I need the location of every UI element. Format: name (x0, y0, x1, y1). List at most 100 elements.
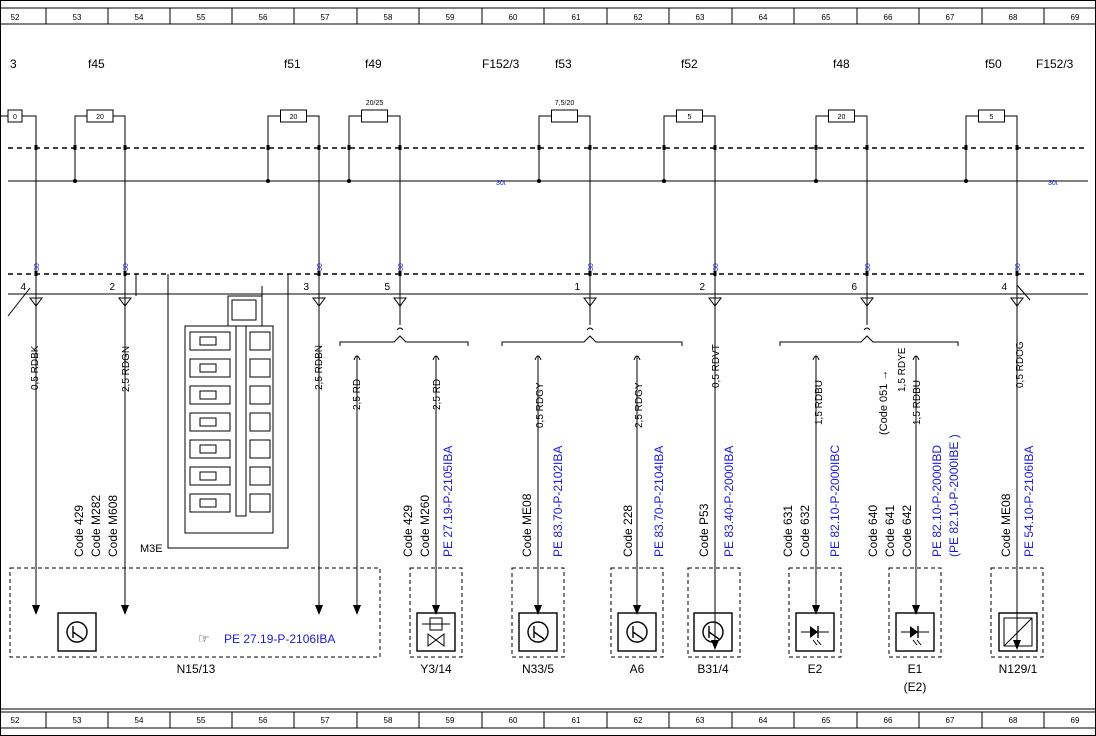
branch-bracket (501, 335, 683, 346)
fuse-wire (1004, 115, 1018, 148)
code-label: Code P53 (697, 503, 711, 557)
connector-pin (398, 271, 402, 276)
pin-number: 1 (574, 282, 580, 293)
fuse-wire (0, 115, 8, 117)
ref-link[interactable]: PE 82.10-P-2000IBC (828, 445, 842, 557)
ref-link[interactable]: PE 83.70-P-2104IBA (652, 446, 666, 557)
relay-contact (199, 363, 217, 373)
grid-number: 67 (946, 13, 955, 22)
component-label-a6: A6 (630, 662, 645, 676)
code-label: Code 429 (72, 505, 86, 557)
relay-contact (199, 390, 217, 400)
led-icon (810, 626, 818, 638)
relay-contact (199, 417, 217, 427)
fuse-label-F152-right: F152/3 (1036, 57, 1074, 71)
grid-number: 61 (572, 716, 581, 725)
fuse-label-f50: f50 (985, 57, 1002, 71)
grid-number: 69 (1071, 13, 1080, 22)
led-icon (916, 639, 922, 646)
fuse-label-partial: 3 (10, 57, 17, 71)
component-symbol (895, 612, 935, 652)
relay-slot (249, 412, 271, 432)
code-label: Code M260 (418, 495, 432, 557)
connector-pin (123, 271, 127, 276)
wire-break (396, 327, 404, 331)
terminal-label: 30 (1015, 263, 1022, 271)
terminal-label: 30 (34, 263, 41, 271)
grid-number: 52 (11, 13, 20, 22)
component-symbol (998, 612, 1038, 652)
pin-number: 4 (1001, 282, 1007, 293)
component-symbol (416, 612, 456, 652)
arrow-head (32, 605, 40, 615)
relay-contact (199, 498, 217, 508)
fuse-symbol (828, 109, 855, 123)
grid-number: 58 (384, 716, 393, 725)
relay-slot (189, 493, 231, 513)
grid-number: 53 (73, 13, 82, 22)
grid-number: 55 (197, 716, 206, 725)
ref-link[interactable]: PE 27.19-P-2106IBA (224, 632, 335, 646)
transistor-icon (66, 621, 88, 643)
connector-pin (34, 271, 38, 276)
grid-number: 69 (1071, 716, 1080, 725)
fuse-symbol (676, 109, 703, 123)
grid-number: 61 (572, 13, 581, 22)
fuse-terminal (662, 145, 666, 150)
led-icon (912, 639, 918, 646)
component-symbol (617, 612, 657, 652)
terminal-label: 30 (398, 263, 405, 271)
fuse-symbol (86, 109, 114, 123)
terminal-label: 30 (713, 263, 720, 271)
valve-icon (427, 633, 445, 647)
wire-label: 2,5 RD (352, 379, 363, 410)
wire-label: 0,5 RDVT (711, 344, 722, 388)
pin-number: 6 (851, 282, 857, 293)
component-label-b31-4: B31/4 (697, 662, 729, 676)
fuse-label-f51: f51 (284, 57, 301, 71)
ref-link[interactable]: PE 83.40-P-2000IBA (722, 446, 736, 557)
fuse-wire (387, 115, 401, 148)
grid-number: 58 (384, 13, 393, 22)
ref-link[interactable]: PE 27.19-P-2105IBA (441, 446, 455, 557)
component-symbol (795, 612, 835, 652)
ref-link[interactable]: PE 83.70-P-2102IBA (551, 446, 565, 557)
fuse-symbol (978, 109, 1005, 123)
fuse-wire (22, 115, 37, 148)
fuse-wire (815, 115, 829, 148)
fuse-terminal (266, 145, 270, 150)
fuse-rating: 20/25 (366, 100, 384, 107)
pin-number: 3 (303, 282, 309, 293)
arrow-head (432, 605, 440, 615)
fuse-rating: 5 (688, 114, 692, 121)
connector-pin (588, 271, 592, 276)
transistor-icon (527, 621, 549, 643)
grid-number: 66 (884, 716, 893, 725)
fuse-symbol (361, 109, 388, 123)
fuse-wire (306, 115, 320, 148)
grid-number: 57 (321, 13, 330, 22)
ref-link[interactable]: PE 82.10-P-2000IBD (930, 445, 944, 557)
wire-label: 0,5 RDOG (1015, 341, 1026, 388)
transistor-icon (626, 621, 648, 643)
wire-break (586, 327, 594, 331)
component-label-n33-5: N33/5 (522, 662, 554, 676)
grid-number: 64 (759, 716, 768, 725)
fuse-wire (854, 115, 868, 148)
code-label: Code M282 (89, 495, 103, 557)
fuse-label-f48: f48 (833, 57, 850, 71)
grid-number: 68 (1009, 13, 1018, 22)
terminal-label: 30 (865, 263, 872, 271)
relay-slot (249, 493, 271, 513)
ref-link[interactable]: PE 54.10-P-2106IBA (1022, 446, 1036, 557)
wire-label: 0,5 RDGY (535, 382, 546, 428)
grid-number: 62 (634, 716, 643, 725)
fuse-terminal (814, 145, 818, 150)
ref-link[interactable]: (PE 82.10-P-2000IBE ) (947, 434, 961, 557)
component-box-n15-13 (9, 567, 381, 658)
output-wire (7, 287, 31, 317)
fuse-wire (965, 115, 979, 148)
code-label: Code M608 (106, 495, 120, 557)
grid-number: 52 (11, 716, 20, 725)
